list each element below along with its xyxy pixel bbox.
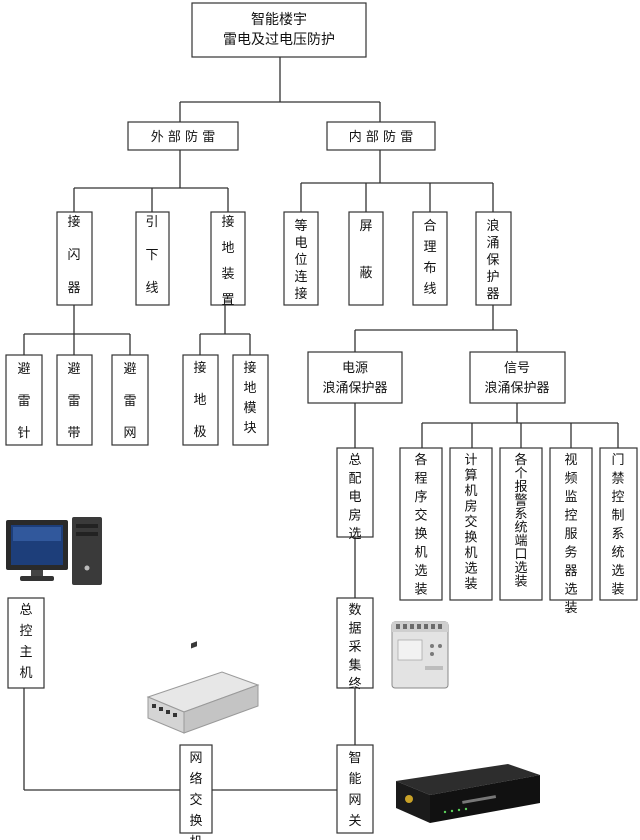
power-spd-box bbox=[307, 351, 403, 404]
signal-spd-box bbox=[469, 351, 566, 404]
signal-child-5-box bbox=[599, 447, 638, 601]
title-line-2: 雷电及过电压防护 bbox=[223, 32, 335, 48]
switch-label: 网络交换机 bbox=[189, 751, 202, 840]
vertical-labels: 接闪器引下线接地装置等电位连接屏蔽合理布线浪涌保护器避雷针避雷带避雷网接地极接地… bbox=[17, 214, 624, 840]
power-room-label: 总配电房选 bbox=[348, 453, 361, 542]
data-collector-box bbox=[336, 597, 374, 689]
shielding-box bbox=[348, 211, 384, 306]
lightning-rod-label: 避雷针 bbox=[17, 362, 30, 441]
desktop-computer-icon bbox=[6, 517, 102, 585]
internal-label: 内 部 防 雷 bbox=[349, 129, 413, 145]
ground-electrode-box bbox=[182, 354, 219, 446]
signal-child-1-label: 各程序交换机选装 bbox=[414, 452, 427, 598]
data-collector-label: 数据采集终 bbox=[348, 603, 361, 692]
down-conductor-box bbox=[135, 211, 170, 306]
gateway-box bbox=[336, 744, 374, 834]
shielding-label: 屏蔽 bbox=[359, 219, 372, 281]
diagram-boxes bbox=[5, 2, 638, 834]
air-terminal-box bbox=[56, 211, 93, 306]
equipotential-bonding-box bbox=[283, 211, 319, 306]
host-label: 总控主机 bbox=[19, 603, 32, 681]
wiring-label: 合理布线 bbox=[423, 219, 436, 297]
signal-spd-line-2: 浪涌保护器 bbox=[484, 381, 549, 396]
surge-protector-box bbox=[475, 211, 512, 306]
signal-child-5-label: 门禁控制系统选装 bbox=[611, 453, 624, 598]
signal-child-3-box bbox=[499, 447, 543, 601]
signal-child-4-label: 视频监控服务器选装 bbox=[564, 453, 577, 616]
signal-child-2-label: 计算机房交换机选装 bbox=[464, 453, 477, 592]
title-line-1: 智能楼宇 bbox=[251, 12, 307, 28]
grounding-device-box bbox=[210, 211, 246, 306]
data-collector-device-icon bbox=[391, 621, 449, 689]
signal-child-3-label: 各个报警系统端口选装 bbox=[514, 452, 527, 590]
signal-spd-line-1: 信号 bbox=[504, 361, 530, 376]
grounding-device-label: 接地装置 bbox=[221, 214, 234, 308]
host-box bbox=[7, 597, 45, 689]
lightning-net-box bbox=[111, 354, 149, 446]
ground-electrode-label: 接地极 bbox=[193, 360, 206, 440]
lightning-strip-label: 避雷带 bbox=[67, 362, 80, 441]
air-terminal-label: 接闪器 bbox=[67, 214, 80, 296]
lightning-strip-box bbox=[56, 354, 93, 446]
ground-module-label: 接地模块 bbox=[243, 360, 256, 436]
power-spd-line-2: 浪涌保护器 bbox=[322, 381, 387, 396]
smart-gateway-device-icon bbox=[396, 764, 540, 823]
lightning-rod-box bbox=[5, 354, 43, 446]
equipotential-label: 等电位连接 bbox=[294, 218, 307, 302]
connector-lines bbox=[23, 57, 619, 791]
wiring-box bbox=[412, 211, 448, 306]
ground-module-box bbox=[232, 354, 269, 446]
down-conductor-label: 引下线 bbox=[145, 215, 158, 296]
external-label: 外 部 防 雷 bbox=[151, 129, 215, 145]
network-switch-icon bbox=[146, 641, 260, 734]
title-box bbox=[191, 2, 367, 58]
gateway-label: 智能网关 bbox=[348, 751, 361, 829]
power-room-box bbox=[336, 447, 374, 538]
signal-child-4-box bbox=[549, 447, 593, 601]
signal-child-1-box bbox=[399, 447, 443, 601]
lightning-net-label: 避雷网 bbox=[123, 362, 136, 441]
internal-protection-box bbox=[326, 121, 436, 151]
signal-child-2-box bbox=[449, 447, 493, 601]
power-spd-line-1: 电源 bbox=[342, 361, 368, 376]
surge-protector-label: 浪涌保护器 bbox=[486, 219, 499, 302]
switch-box bbox=[179, 744, 213, 834]
external-protection-box bbox=[127, 121, 239, 151]
